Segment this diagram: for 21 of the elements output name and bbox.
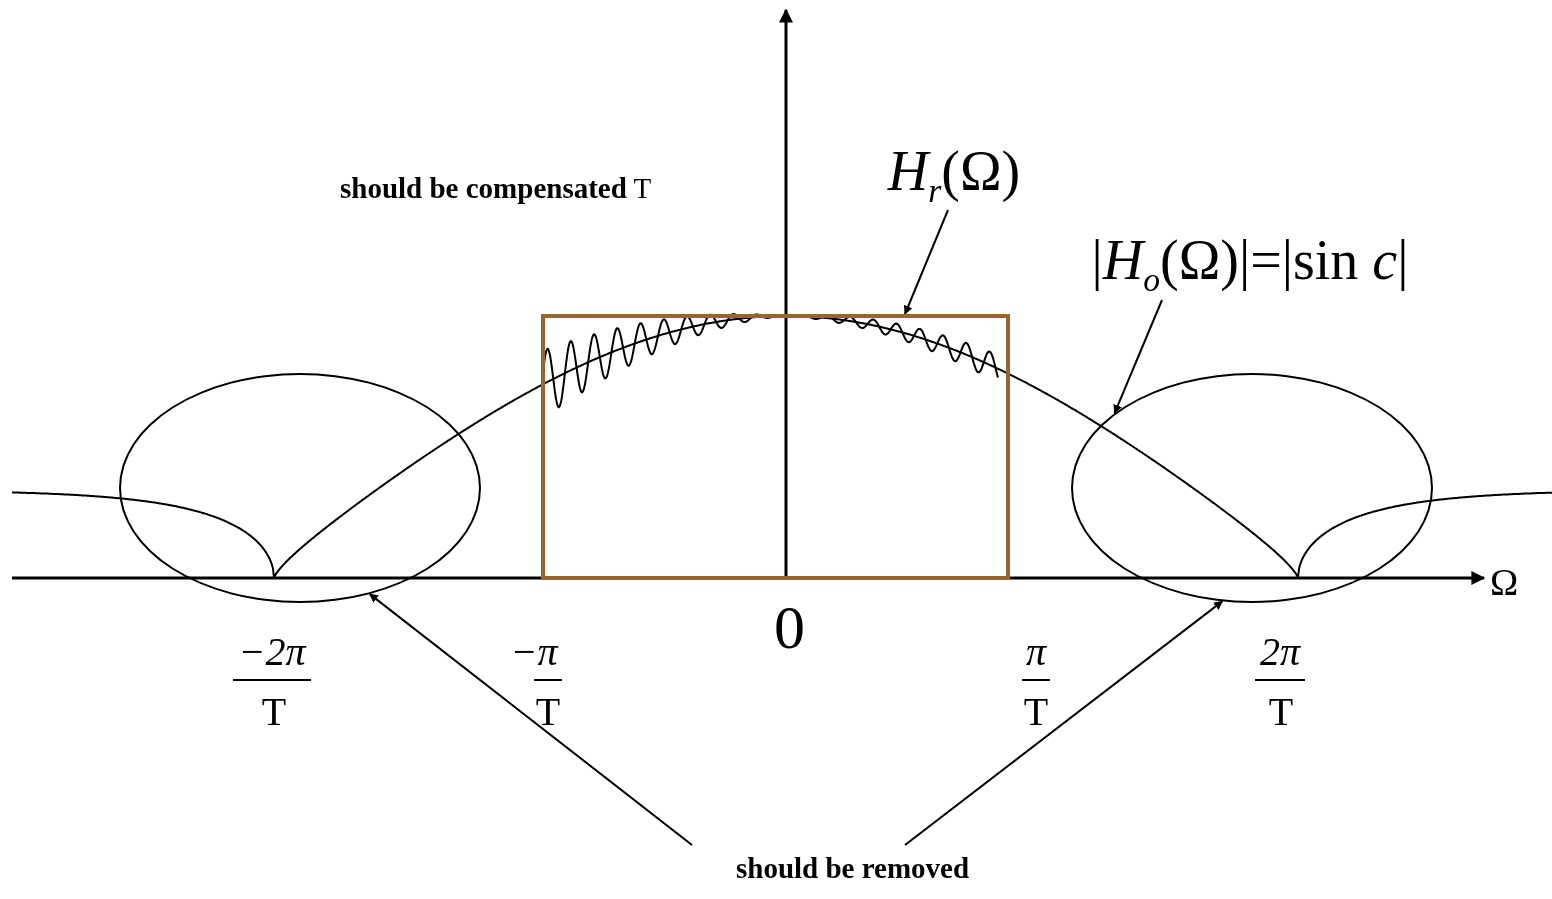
arrow	[904, 600, 1224, 846]
annotation-text: should be removed	[690, 845, 1036, 892]
fraction-numerator: −π	[510, 632, 558, 672]
fraction-denominator: T	[261, 692, 287, 732]
formula-label: H$_{r}$(Ω)	[868, 132, 1040, 210]
fraction-denominator: T	[1268, 692, 1294, 732]
ellipse-outline	[1071, 373, 1433, 603]
ellipse-outline	[119, 373, 481, 603]
fraction-denominator: T	[535, 692, 561, 732]
fraction-numerator: π	[1026, 632, 1046, 672]
formula-label: |H$_{o}$(Ω)|=|sin c|	[1046, 220, 1454, 300]
passband-rectangle	[541, 314, 1010, 580]
arrow	[1113, 299, 1163, 415]
arrow	[368, 593, 693, 846]
arrow	[903, 209, 949, 315]
fraction-numerator: 2π	[1260, 632, 1300, 672]
fraction-numerator: −2π	[238, 632, 306, 672]
axis-tick-label: 0	[774, 592, 805, 663]
annotation-text: should be compensated T	[340, 172, 652, 205]
fraction-denominator: T	[1023, 692, 1049, 732]
axis-label: Ω	[1490, 560, 1519, 604]
